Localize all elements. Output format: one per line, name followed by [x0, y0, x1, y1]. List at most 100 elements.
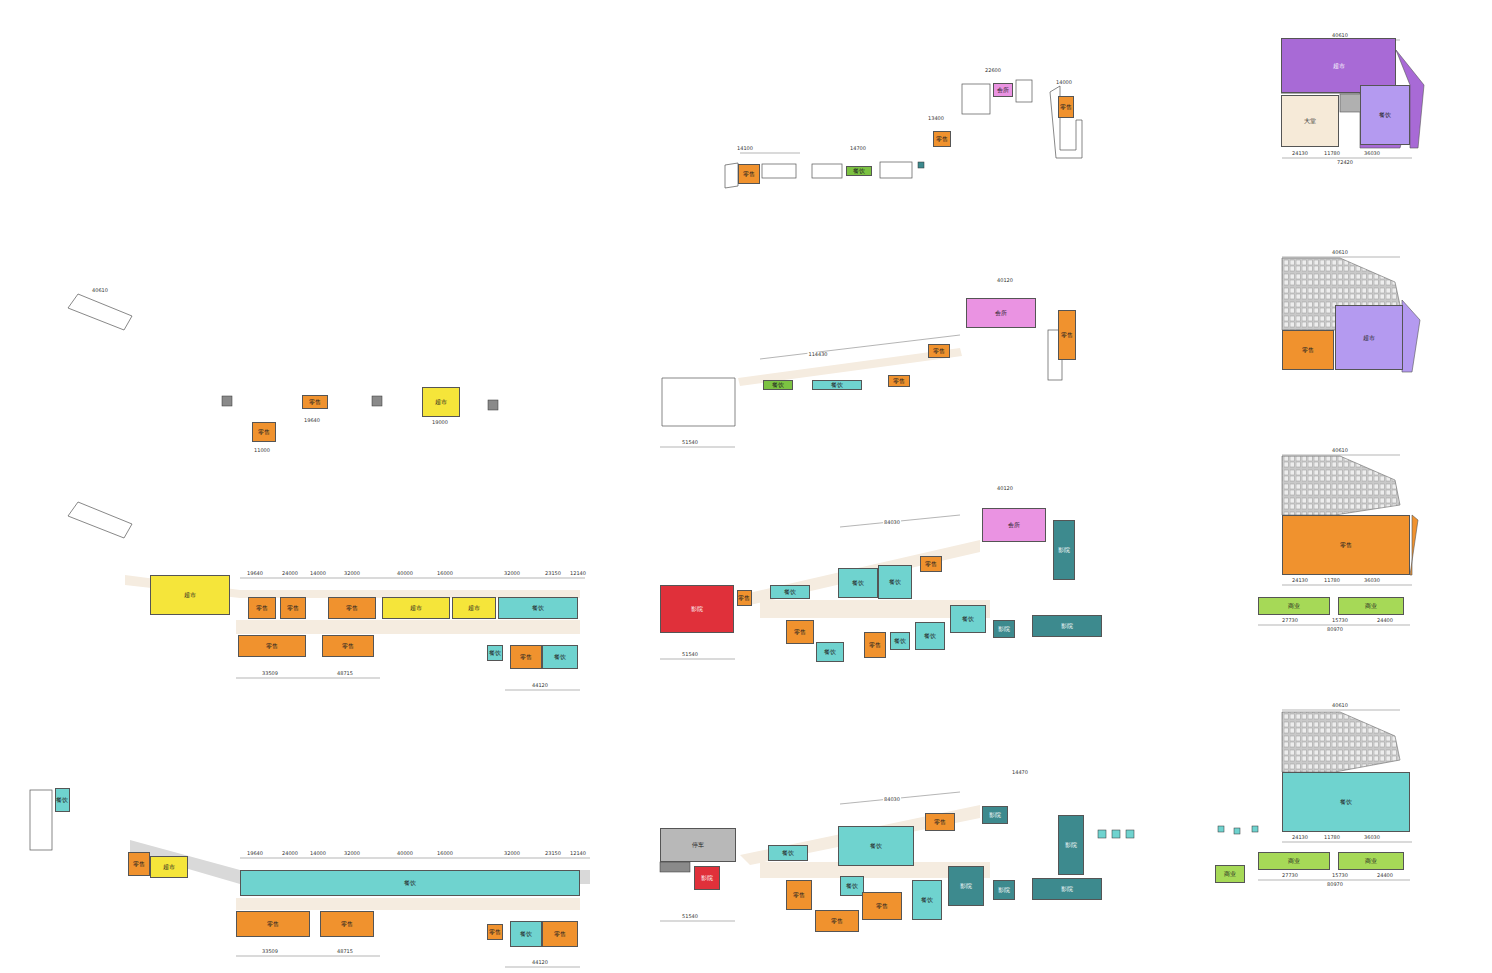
dimension-label: 40610 — [1331, 33, 1349, 38]
room-block: 会所 — [966, 298, 1036, 328]
room-label: 零售 — [793, 892, 805, 898]
room-block: 餐饮 — [878, 565, 912, 599]
dimension-label: 48715 — [336, 949, 354, 954]
room-label: 影院 — [701, 875, 713, 881]
room-label: 商业 — [1224, 871, 1236, 877]
room-label: 零售 — [933, 348, 945, 354]
room-block: 餐饮 — [1282, 772, 1410, 832]
room-block: 零售 — [280, 597, 306, 619]
room-label: 影院 — [691, 606, 703, 612]
room-label: 影院 — [1061, 623, 1073, 629]
dimension-label: 80970 — [1326, 627, 1344, 632]
room-block: 大堂 — [1281, 95, 1339, 147]
room-block: 零售 — [1058, 96, 1074, 118]
dimension-label: 14000 — [309, 571, 327, 576]
room-block: 零售 — [238, 635, 306, 657]
dimension-label: 51540 — [681, 914, 699, 919]
dimension-label: 40000 — [396, 571, 414, 576]
room-label: 影院 — [1065, 842, 1077, 848]
room-label: 影院 — [998, 887, 1010, 893]
room-label: 停车 — [692, 842, 704, 848]
room-block: 餐饮 — [240, 870, 580, 896]
room-block: 会所 — [993, 83, 1013, 97]
room-label: 大堂 — [1304, 118, 1316, 124]
room-label: 零售 — [876, 903, 888, 909]
room-label: 餐饮 — [532, 605, 544, 611]
room-label: 餐饮 — [824, 649, 836, 655]
dimension-label: 27730 — [1281, 618, 1299, 623]
room-label: 零售 — [287, 605, 299, 611]
room-label: 餐饮 — [784, 589, 796, 595]
room-block: 零售 — [1282, 330, 1334, 370]
room-label: 会所 — [1008, 522, 1020, 528]
room-block: 零售 — [786, 620, 814, 644]
room-label: 影院 — [989, 812, 1001, 818]
room-label: 超市 — [1333, 63, 1345, 69]
dimension-label: 24130 — [1291, 578, 1309, 583]
room-label: 餐饮 — [894, 638, 906, 644]
room-block: 影院 — [993, 620, 1015, 638]
room-block: 零售 — [737, 590, 752, 606]
room-label: 零售 — [1060, 104, 1072, 110]
room-label: 零售 — [258, 429, 270, 435]
dimension-lines — [236, 40, 1412, 967]
room-block: 餐饮 — [838, 826, 914, 866]
room-label: 影院 — [960, 883, 972, 889]
room-block: 影院 — [993, 880, 1015, 900]
room-label: 零售 — [133, 861, 145, 867]
room-label: 餐饮 — [554, 654, 566, 660]
dimension-label: 40610 — [91, 288, 109, 293]
room-block: 零售 — [1058, 310, 1076, 360]
room-label: 零售 — [341, 921, 353, 927]
dimension-label: 48715 — [336, 671, 354, 676]
dimension-label: 40610 — [1331, 250, 1349, 255]
dimension-label: 40000 — [396, 851, 414, 856]
room-label: 餐饮 — [962, 616, 974, 622]
room-block: 零售 — [236, 911, 310, 937]
dimension-label: 14700 — [849, 146, 867, 151]
room-block: 零售 — [862, 892, 902, 920]
dimension-label: 12140 — [569, 571, 587, 576]
room-label: 餐饮 — [889, 579, 901, 585]
room-label: 会所 — [995, 310, 1007, 316]
extra-room-shapes — [1281, 50, 1424, 575]
dimension-label: 27730 — [1281, 873, 1299, 878]
room-label: 零售 — [554, 931, 566, 937]
room-block: 影院 — [694, 866, 720, 890]
dimension-label: 24400 — [1376, 618, 1394, 623]
dimension-label: 51540 — [681, 440, 699, 445]
room-block: 餐饮 — [840, 876, 864, 896]
dimension-label: 72420 — [1336, 160, 1354, 165]
room-block: 零售 — [328, 597, 376, 619]
room-block: 零售 — [252, 422, 276, 442]
room-label: 影院 — [998, 626, 1010, 632]
dimension-label: 32000 — [503, 571, 521, 576]
room-label: 零售 — [936, 136, 948, 142]
room-label: 餐饮 — [853, 168, 865, 174]
dimension-label: 32000 — [343, 851, 361, 856]
room-label: 零售 — [743, 171, 755, 177]
room-label: 餐饮 — [852, 580, 864, 586]
room-block: 超市 — [150, 856, 188, 878]
dimension-label: 33509 — [261, 671, 279, 676]
room-block: 餐饮 — [498, 597, 578, 619]
room-block: 影院 — [1032, 615, 1102, 637]
dimension-label: 14470 — [1011, 770, 1029, 775]
dimension-label: 24130 — [1291, 151, 1309, 156]
room-label: 餐饮 — [489, 650, 501, 656]
room-block: 会所 — [982, 508, 1046, 542]
room-block: 影院 — [1053, 520, 1075, 580]
room-block: 影院 — [982, 806, 1008, 824]
room-block: 商业 — [1338, 852, 1404, 870]
room-block: 零售 — [487, 924, 503, 940]
dimension-label: 84030 — [883, 520, 901, 525]
dimension-label: 11780 — [1323, 578, 1341, 583]
dimension-label: 19000 — [431, 420, 449, 425]
room-block: 零售 — [738, 164, 760, 184]
room-label: 超市 — [468, 605, 480, 611]
room-label: 商业 — [1288, 858, 1300, 864]
dimension-label: 44120 — [531, 960, 549, 965]
room-label: 餐饮 — [921, 897, 933, 903]
dimension-label: 15730 — [1331, 618, 1349, 623]
dimension-label: 32000 — [343, 571, 361, 576]
